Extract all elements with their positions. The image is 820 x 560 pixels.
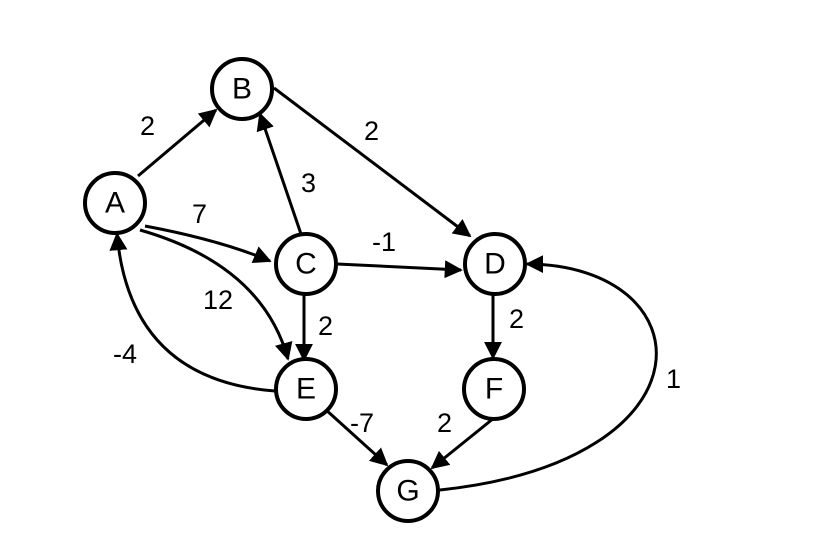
weight-c-e: 2 (318, 311, 333, 341)
edge-a-b (137, 108, 218, 178)
weight-e-g: -7 (350, 408, 374, 438)
edge-b-d (273, 86, 472, 238)
weight-g-d: 1 (666, 364, 681, 394)
node-g-label: G (396, 475, 419, 508)
weight-a-c: 7 (192, 199, 207, 229)
edge-a-c (144, 224, 272, 264)
weight-b-d: 2 (364, 116, 379, 146)
node-d: D (463, 232, 527, 296)
edge-e-a (109, 232, 276, 393)
weight-c-b: 3 (301, 168, 316, 198)
node-b-label: B (232, 73, 252, 106)
node-d-label: D (484, 248, 506, 281)
edge-c-d (336, 260, 463, 279)
weight-d-f: 2 (509, 304, 524, 334)
weight-f-g: 2 (437, 408, 452, 438)
node-a-label: A (105, 187, 125, 220)
node-f-label: F (485, 373, 503, 406)
edge-g-d (439, 255, 658, 492)
weight-e-a: -4 (113, 339, 137, 369)
edge-c-b (256, 112, 303, 235)
node-e: E (274, 357, 338, 421)
node-g: G (376, 459, 440, 523)
edge-weights: 2 7 12 2 3 -1 2 2 -4 -7 2 1 (113, 111, 681, 438)
node-c: C (274, 232, 338, 296)
node-b: B (210, 57, 274, 121)
weight-c-d: -1 (372, 227, 396, 257)
weight-a-b: 2 (140, 111, 155, 141)
node-c-label: C (295, 248, 317, 281)
edge-e-g (323, 407, 389, 467)
node-f: F (462, 357, 526, 421)
edges (109, 86, 658, 492)
edge-f-g (430, 416, 495, 470)
node-a: A (83, 171, 147, 235)
edge-a-e (139, 228, 293, 361)
nodes: A B C D E F G (83, 57, 527, 523)
node-e-label: E (296, 373, 316, 406)
weight-a-e: 12 (203, 285, 233, 315)
